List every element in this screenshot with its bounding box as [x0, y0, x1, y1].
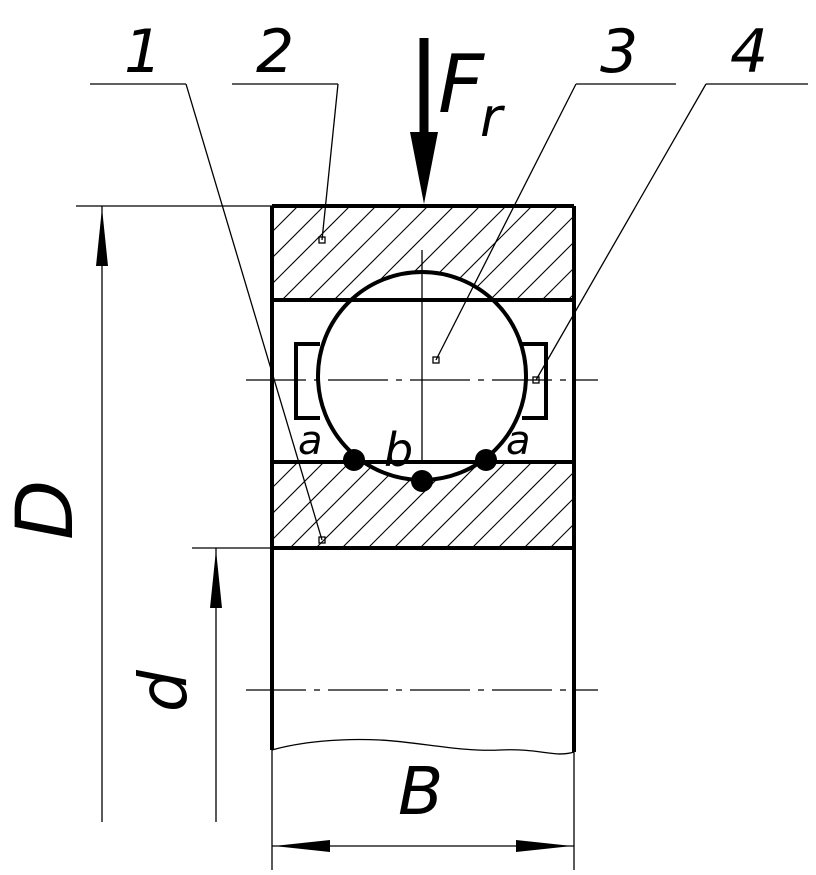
- dimension-d: [192, 547, 272, 822]
- hatch-line: [471, 462, 559, 548]
- hatch-line: [594, 206, 688, 300]
- hatch-line: [333, 206, 429, 300]
- label-part-3: 3: [600, 17, 638, 87]
- radial-force-arrow: [410, 38, 438, 204]
- dimension-B: [271, 750, 575, 870]
- hatch-line: [602, 462, 688, 548]
- contact-point-a-right: [475, 449, 497, 471]
- label-force: F: [438, 38, 485, 131]
- hatch-line: [628, 462, 714, 548]
- label-part-4: 4: [730, 17, 768, 87]
- hatch-line: [646, 206, 740, 300]
- hatch-line: [523, 497, 574, 548]
- hatch-line: [489, 215, 574, 300]
- hatch-line: [445, 462, 533, 548]
- hatch-line: [567, 293, 574, 300]
- dimension-D: [76, 205, 272, 822]
- hatch-line: [419, 462, 507, 548]
- label-inner-diameter: d: [125, 669, 202, 712]
- label-contact-b: b: [384, 423, 413, 477]
- hatch-line: [272, 462, 325, 515]
- hatch-line: [272, 206, 325, 259]
- cage-separator: [294, 342, 548, 420]
- hatch-line: [393, 462, 481, 548]
- hatch-line: [315, 462, 403, 548]
- hatch-line: [654, 462, 740, 548]
- hatch-line: [515, 241, 574, 300]
- hatch-line: [541, 267, 574, 300]
- label-contact-a-right: a: [506, 418, 531, 464]
- outer-ring-hatching: [272, 206, 740, 300]
- label-part-1: 1: [124, 17, 162, 87]
- hatch-line: [307, 206, 403, 300]
- inner-ring-hatching: [272, 462, 740, 548]
- contact-point-b: [411, 470, 433, 492]
- hatch-line: [497, 471, 574, 548]
- hatch-line: [549, 523, 574, 548]
- label-outer-diameter: D: [1, 480, 91, 540]
- hatch-line: [620, 206, 714, 300]
- hatch-line: [272, 206, 273, 207]
- contact-point-a-left: [343, 449, 365, 471]
- label-force-subscript: r: [480, 86, 505, 149]
- hatch-line: [289, 462, 377, 548]
- hatch-line: [272, 462, 299, 489]
- bearing-outline: [270, 204, 576, 755]
- hatch-line: [281, 206, 377, 300]
- hatch-line: [272, 462, 351, 541]
- hatch-line: [272, 206, 351, 285]
- hatch-line: [463, 206, 559, 300]
- label-part-2: 2: [256, 17, 294, 87]
- hatch-line: [272, 462, 273, 463]
- label-contact-a-left: a: [298, 418, 323, 464]
- hatch-line: [576, 462, 662, 548]
- hatch-line: [272, 206, 299, 233]
- label-width: B: [398, 753, 443, 830]
- leader-lines: [90, 83, 808, 544]
